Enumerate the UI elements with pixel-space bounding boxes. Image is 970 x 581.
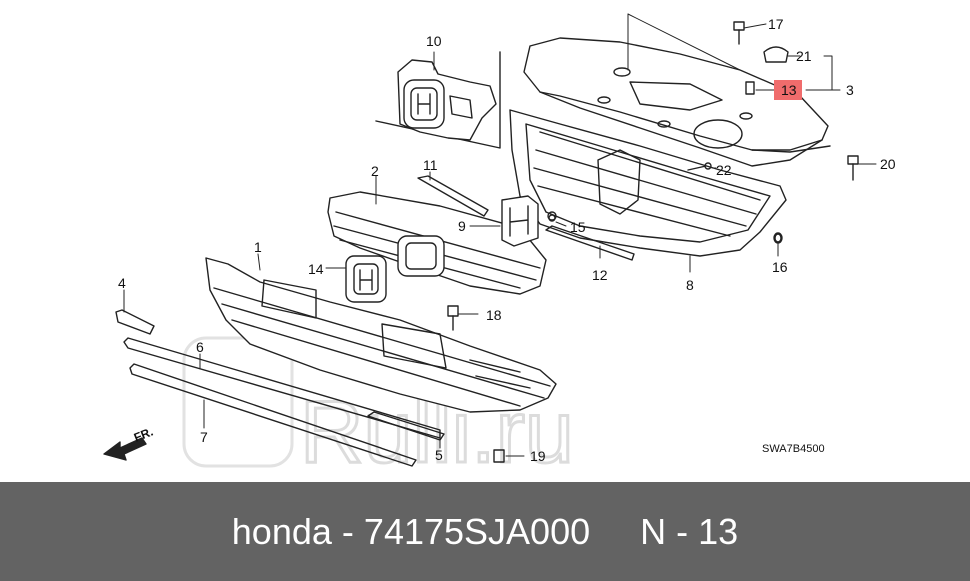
fastener-20 [847,155,859,181]
callout-7: 7 [200,429,208,445]
callout-5: 5 [435,447,443,463]
leader-lines [123,13,877,457]
callout-16: 16 [772,259,788,275]
part-caption: honda - 74175SJA000 N - 13 [0,482,970,581]
callout-17: 17 [768,16,784,32]
callout-18: 18 [486,307,502,323]
callout-1: 1 [254,239,262,255]
callout-21: 21 [796,48,812,64]
fastener-15 [548,214,556,222]
part-4-trim [115,309,155,335]
callout-8: 8 [686,277,694,293]
callout-13-highlight [774,80,802,100]
callout-20: 20 [880,156,896,172]
diagram-canvas: Rulli.ru [103,13,896,483]
callout-2: 2 [371,163,379,179]
front-arrow-icon [103,437,147,461]
part-14-emblem [345,255,387,303]
part-2-grille-base [327,191,547,295]
caption-part-number: 74175SJA000 [363,511,591,552]
part-10-emblem-bracket [375,51,501,149]
callout-4: 4 [118,275,126,291]
callout-15: 15 [570,219,586,235]
caption-ref-number: 13 [698,511,739,552]
fastener-13 [745,81,755,95]
part-8-grille-frame [509,109,787,257]
caption-ref-prefix: N - [640,511,689,552]
fastener-17 [733,21,745,45]
fastener-18 [447,305,459,331]
callouts: 10 17 21 13 3 20 22 11 2 9 15 12 8 16 14… [118,16,896,464]
caption-separator: - [341,511,354,552]
part-1-lower-grille [205,257,557,413]
watermark-logo-box [182,336,294,468]
part-5-trim [367,411,445,441]
callout-10: 10 [426,33,442,49]
parts-diagram: Rulli.ru [103,13,896,483]
callout-3: 3 [846,82,854,98]
fastener-22 [687,162,712,171]
callout-6: 6 [196,339,204,355]
front-marker-label: FR. [132,425,155,445]
part-6-trim-strip [123,337,441,439]
callout-11: 11 [423,157,438,173]
part-9-emblem [501,195,557,247]
diagram-code: SWA7B4500 [762,443,825,455]
caption-brand: honda [231,511,332,552]
part-3-upper-cover [523,37,831,167]
callout-9: 9 [458,218,466,234]
callout-12: 12 [592,267,608,283]
caption-bar: honda - 74175SJA000 N - 13 [0,482,970,581]
part-11-molding [417,175,489,217]
callout-13: 13 [781,82,797,98]
part-12-molding [545,225,635,261]
part-7-trim-strip [129,363,417,467]
fastener-16 [774,233,782,243]
fastener-21 [763,46,789,63]
fastener-19 [493,449,505,463]
callout-14: 14 [308,261,324,277]
callout-19: 19 [530,448,546,464]
callout-22: 22 [716,162,732,178]
